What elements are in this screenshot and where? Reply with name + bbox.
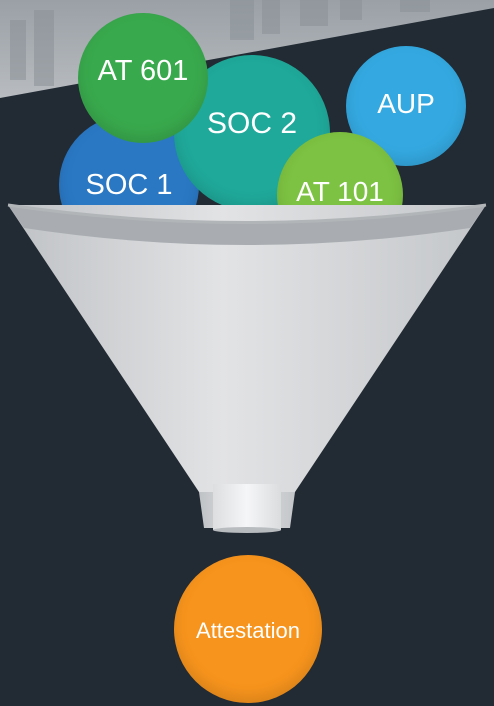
attestation-label: Attestation — [196, 618, 300, 643]
at-101-label: AT 101 — [296, 176, 384, 207]
aup-label: AUP — [377, 88, 435, 119]
soc-1-label: SOC 1 — [85, 168, 173, 201]
attestation-circle: Attestation — [174, 555, 322, 703]
at-101-circle: AT 101 — [277, 132, 403, 258]
soc-2-label: SOC 2 — [206, 107, 298, 140]
at-601-label: AT 601 — [97, 54, 189, 87]
at-601-circle: AT 601 — [78, 13, 208, 143]
